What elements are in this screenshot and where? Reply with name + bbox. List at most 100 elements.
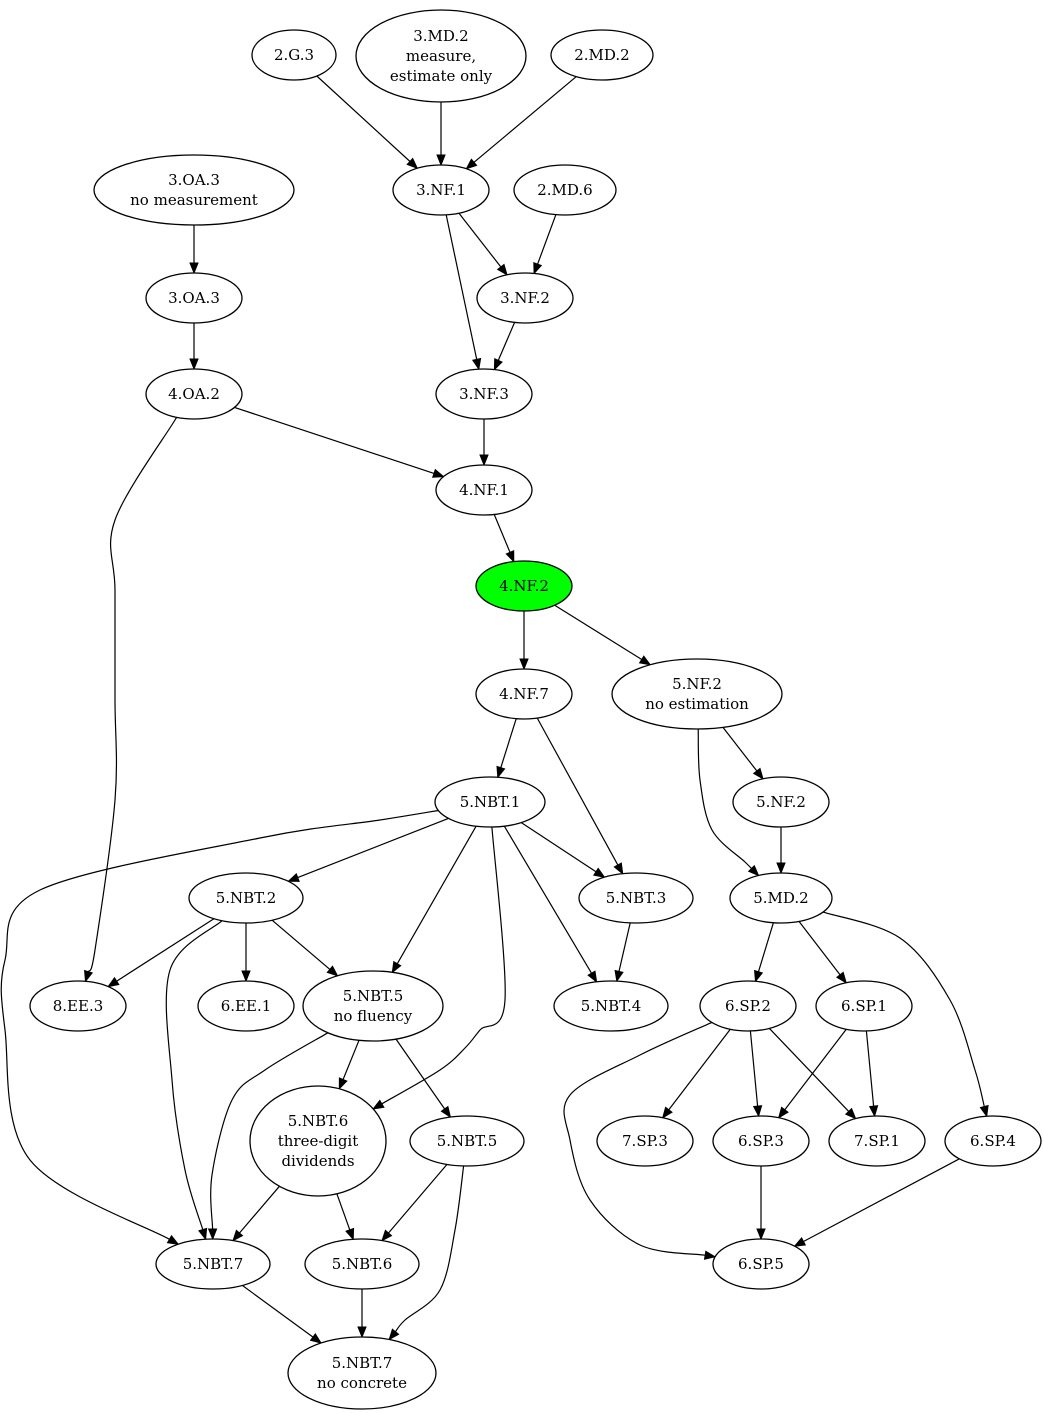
node-shape	[145, 272, 243, 324]
node-label: 5.NBT.5	[437, 1132, 498, 1150]
node-5nbt3[interactable]: 5.NBT.3	[578, 872, 694, 924]
node-3oa3[interactable]: 3.OA.3	[145, 272, 243, 324]
node-label: 8.EE.3	[53, 997, 104, 1015]
arrowhead-icon	[519, 658, 529, 671]
node-label: 4.NF.1	[459, 481, 509, 499]
node-5nbt2[interactable]: 5.NBT.2	[188, 872, 304, 924]
node-5nf2e[interactable]: 5.NF.2no estimation	[611, 658, 783, 730]
node-2md6[interactable]: 2.MD.6	[513, 164, 617, 216]
arrowhead-icon	[241, 970, 251, 983]
arrowhead-icon	[287, 873, 300, 882]
arrowhead-icon	[84, 969, 94, 983]
node-6sp1[interactable]: 6.SP.1	[815, 980, 913, 1032]
node-label: 4.NF.2	[499, 577, 549, 595]
arrowhead-icon	[436, 154, 446, 167]
node-shape	[476, 272, 574, 324]
node-label: 5.NBT.7	[183, 1255, 244, 1273]
edge-5NBT7-to-5NBT7c	[241, 1284, 323, 1344]
node-shape	[553, 980, 669, 1032]
arrowhead-icon	[309, 1333, 323, 1344]
node-6ee1[interactable]: 6.EE.1	[197, 980, 295, 1032]
node-6sp4[interactable]: 6.SP.4	[944, 1115, 1042, 1167]
edge-line	[768, 1027, 850, 1112]
edge-line	[381, 826, 506, 1105]
node-label: no fluency	[334, 1007, 413, 1025]
node-2g3[interactable]: 2.G.3	[251, 29, 337, 81]
node-label: 5.NBT.4	[581, 997, 642, 1015]
node-5nbt7c[interactable]: 5.NBT.7no concrete	[287, 1336, 437, 1410]
node-5nbt7[interactable]: 5.NBT.7	[155, 1238, 271, 1290]
arrowhead-icon	[207, 1228, 218, 1241]
edge-line	[87, 411, 181, 972]
edge-line	[271, 919, 331, 970]
node-6sp3[interactable]: 6.SP.3	[712, 1115, 810, 1167]
node-shape	[596, 1115, 694, 1167]
edge-5NBT2-to-8EE3	[107, 918, 215, 988]
node-label: 5.NBT.6	[332, 1255, 393, 1273]
node-3nf3[interactable]: 3.NF.3	[435, 368, 533, 420]
node-label: 6.SP.4	[970, 1132, 1016, 1150]
node-shape	[251, 29, 337, 81]
node-4nf1[interactable]: 4.NF.1	[435, 464, 533, 516]
node-5md2[interactable]: 5.MD.2	[729, 872, 833, 924]
node-label: 5.MD.2	[753, 889, 808, 907]
node-5nbt6[interactable]: 5.NBT.6	[304, 1238, 420, 1290]
node-5nbt1[interactable]: 5.NBT.1	[434, 776, 546, 828]
arrowhead-icon	[747, 864, 760, 877]
node-shape	[513, 164, 617, 216]
node-6sp5[interactable]: 6.SP.5	[712, 1238, 810, 1290]
node-label: 2.MD.6	[537, 181, 592, 199]
arrowhead-icon	[345, 1227, 355, 1241]
node-8ee3[interactable]: 8.EE.3	[29, 980, 127, 1032]
edge-5MD2-to-6SP1	[798, 921, 848, 984]
edge-4OA2-to-8EE3	[84, 411, 181, 983]
edge-6SP2-to-6SP5	[563, 1021, 717, 1260]
edge-6SP2-to-7SP1	[768, 1027, 857, 1120]
edge-5NBT1-to-5NBT5f	[391, 825, 477, 974]
edge-line	[784, 1028, 847, 1111]
node-3nf1[interactable]: 3.NF.1	[392, 164, 490, 216]
node-5nf2[interactable]: 5.NF.2	[732, 776, 830, 828]
node-7sp1[interactable]: 7.SP.1	[828, 1115, 926, 1167]
node-shape	[815, 980, 913, 1032]
node-3nf2[interactable]: 3.NF.2	[476, 272, 574, 324]
node-shape	[578, 872, 694, 924]
node-shape	[475, 668, 573, 720]
arrowhead-icon	[388, 1328, 400, 1341]
node-shape	[475, 560, 573, 612]
node-2md2[interactable]: 2.MD.2	[550, 29, 654, 81]
edge-5NF2e-to-5NF2	[722, 726, 764, 780]
edge-line	[239, 1185, 280, 1234]
edge-line	[458, 212, 502, 268]
node-shape	[29, 980, 127, 1032]
arrowhead-icon	[381, 1229, 393, 1242]
edge-4NF2-to-4NF7	[519, 611, 529, 671]
node-5nbt5f[interactable]: 5.NBT.5no fluency	[302, 970, 444, 1042]
node-label: 5.NBT.3	[606, 889, 667, 907]
node-label: no measurement	[130, 191, 258, 209]
edge-5NBT5f-to-5NBT7	[207, 1032, 329, 1241]
edge-5NBT5-to-5NBT7c	[388, 1165, 465, 1341]
arrowhead-icon	[338, 1077, 348, 1091]
edge-4OA2-to-4NF1	[234, 406, 445, 478]
node-4nf2[interactable]: 4.NF.2	[475, 560, 573, 612]
node-7sp3[interactable]: 7.SP.3	[596, 1115, 694, 1167]
node-shape	[699, 980, 797, 1032]
arrowhead-icon	[754, 969, 764, 983]
arrowhead-icon	[587, 970, 598, 983]
edges-layer	[0, 75, 989, 1344]
node-6sp2[interactable]: 6.SP.2	[699, 980, 797, 1032]
node-3oa3n[interactable]: 3.OA.3no measurement	[93, 154, 295, 226]
node-4oa2[interactable]: 4.OA.2	[145, 368, 243, 420]
edge-3OA3-to-4OA2	[189, 323, 199, 371]
node-5nbt5[interactable]: 5.NBT.5	[409, 1115, 525, 1167]
node-shape	[188, 872, 304, 924]
edge-3NF3-to-4NF1	[479, 419, 489, 467]
node-4nf7[interactable]: 4.NF.7	[475, 668, 573, 720]
edge-5NBT1-to-5NBT7	[0, 809, 439, 1245]
node-5nbt4[interactable]: 5.NBT.4	[553, 980, 669, 1032]
arrowhead-icon	[496, 263, 508, 276]
